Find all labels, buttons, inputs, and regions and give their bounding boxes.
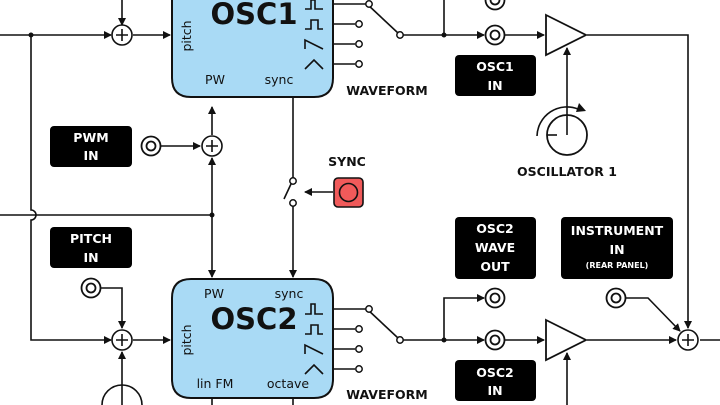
pwm-in-tag: PWM IN	[50, 126, 132, 167]
square-wave-icon	[305, 324, 323, 335]
osc1-pitch-port: pitch	[179, 20, 194, 51]
jack-icon[interactable]	[484, 0, 506, 11]
svg-text:INSTRUMENT: INSTRUMENT	[571, 223, 664, 238]
svg-text:WAVE: WAVE	[475, 240, 515, 255]
summing-node	[677, 329, 699, 351]
osc1-pw-port: PW	[205, 72, 225, 87]
osc2-pitch-port: pitch	[179, 324, 194, 355]
sawtooth-wave-icon	[304, 38, 324, 50]
jack-icon[interactable]	[605, 287, 627, 309]
summing-node	[111, 329, 133, 351]
osc1-sync-port: sync	[265, 72, 294, 87]
summing-node	[201, 135, 223, 157]
svg-text:OSC2: OSC2	[476, 365, 514, 380]
vca-triangle-icon	[545, 13, 589, 57]
instrument-in-tag: INSTRUMENT IN (REAR PANEL)	[561, 217, 673, 279]
svg-text:PWM: PWM	[73, 130, 108, 145]
osc2-octave-port: octave	[267, 376, 309, 391]
svg-text:IN: IN	[83, 250, 98, 265]
svg-text:OUT: OUT	[480, 259, 510, 274]
sync-label: SYNC	[328, 154, 366, 169]
square-wave-icon	[305, 19, 323, 30]
svg-text:IN: IN	[487, 383, 502, 398]
jack-icon[interactable]	[484, 24, 506, 46]
osc2-waveform-switch[interactable]	[355, 305, 404, 373]
jack-icon[interactable]	[140, 135, 162, 157]
pitch-in-tag: PITCH IN	[50, 227, 132, 268]
jack-icon[interactable]	[484, 329, 506, 351]
svg-text:OSC2: OSC2	[476, 221, 514, 236]
svg-text:IN: IN	[487, 78, 502, 93]
jack-icon[interactable]	[80, 277, 102, 299]
sync-switch	[283, 177, 297, 207]
narrow-pulse-wave-icon	[305, 303, 323, 315]
osc2-pw-port: PW	[204, 286, 224, 301]
osc2-sync-port: sync	[275, 286, 304, 301]
triangle-wave-icon	[304, 58, 324, 70]
svg-text:IN: IN	[83, 148, 98, 163]
svg-text:PITCH: PITCH	[70, 231, 112, 246]
osc1-waveform-label: WAVEFORM	[346, 83, 428, 98]
osc2-wave-out-tag: OSC2 WAVE OUT	[455, 217, 536, 279]
osc2-waveform-label: WAVEFORM	[346, 387, 428, 402]
vca-triangle-icon	[545, 318, 589, 362]
triangle-wave-icon	[304, 363, 324, 375]
osc2-linfm-port: lin FM	[197, 376, 234, 391]
osc2-pitch-knob-icon	[101, 384, 143, 405]
osc2-title: OSC2	[211, 302, 298, 336]
narrow-pulse-wave-icon	[305, 0, 323, 10]
svg-text:OSC1: OSC1	[476, 59, 514, 74]
sync-button[interactable]	[333, 177, 364, 208]
osc1-title: OSC1	[211, 0, 298, 31]
osc1-waveform-switch[interactable]	[355, 0, 404, 68]
sawtooth-wave-icon	[304, 343, 324, 355]
svg-text:(REAR PANEL): (REAR PANEL)	[586, 261, 649, 270]
osc1-in-tag: OSC1 IN	[455, 55, 536, 96]
osc2-in-tag: OSC2 IN	[455, 360, 536, 401]
osc2-block: OSC2 pitch PW sync lin FM octave	[171, 278, 334, 399]
oscillator-1-label: OSCILLATOR 1	[517, 164, 617, 179]
jack-icon[interactable]	[484, 287, 506, 309]
svg-text:IN: IN	[609, 242, 624, 257]
summing-node	[111, 24, 133, 46]
oscillator-1-knob[interactable]	[536, 103, 588, 156]
osc1-block: OSC1 pitch PW sync	[171, 0, 334, 98]
